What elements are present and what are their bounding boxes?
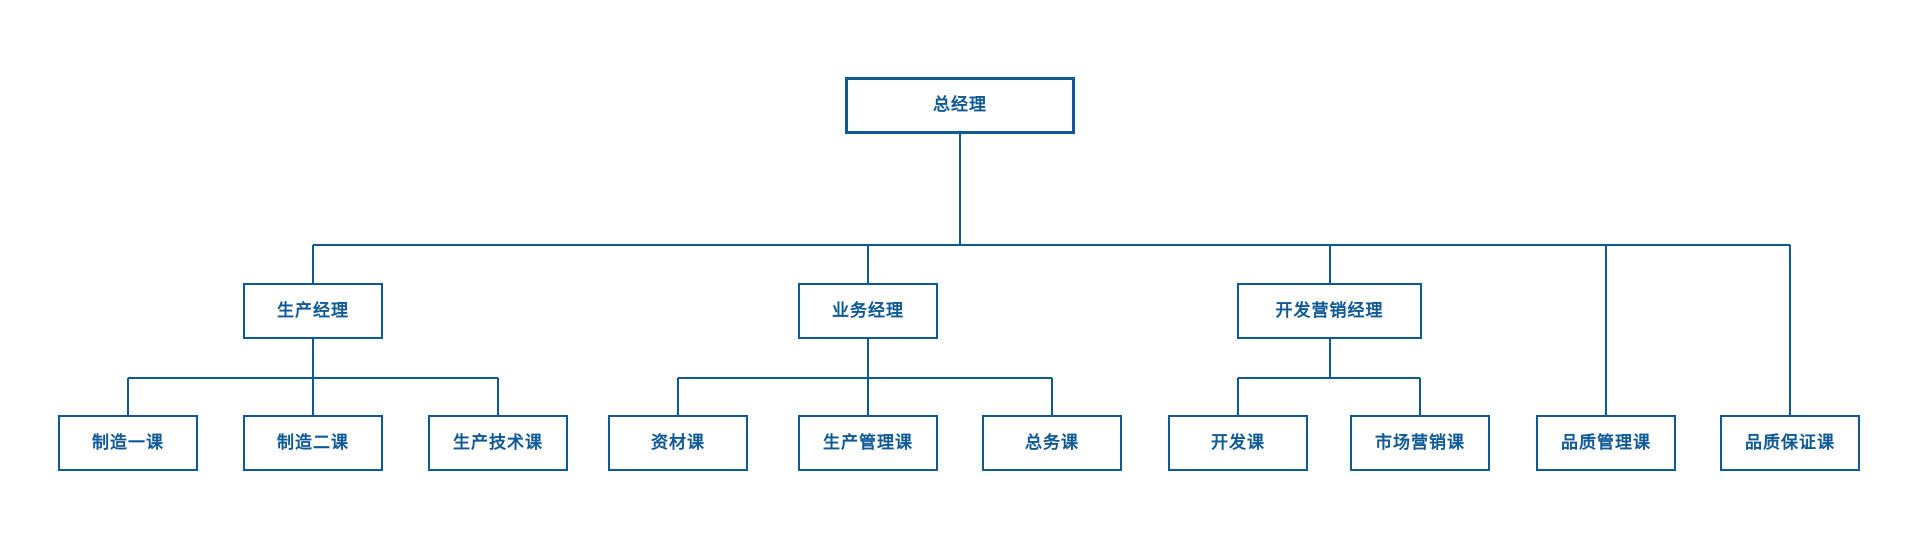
- node-general-affairs-section: 总务课: [982, 415, 1122, 471]
- node-production-technology-section-label: 生产技术课: [453, 432, 543, 453]
- node-quality-management-section-label: 品质管理课: [1561, 432, 1651, 453]
- node-manufacturing-section-1-label: 制造一课: [92, 432, 164, 453]
- node-production-manager-label: 生产经理: [277, 300, 349, 321]
- node-development-marketing-manager: 开发营销经理: [1237, 283, 1422, 339]
- node-business-manager: 业务经理: [798, 283, 938, 339]
- node-development-marketing-manager-label: 开发营销经理: [1275, 300, 1384, 321]
- node-quality-assurance-section-label: 品质保证课: [1745, 432, 1835, 453]
- node-production-management-section-label: 生产管理课: [823, 432, 913, 453]
- connector-devmarketing-group: [1237, 339, 1421, 415]
- connector-business-group: [677, 339, 1053, 415]
- node-business-manager-label: 业务经理: [832, 300, 904, 321]
- node-materials-section: 资材课: [608, 415, 748, 471]
- node-quality-assurance-section: 品质保证课: [1720, 415, 1860, 471]
- node-general-manager: 总经理: [845, 77, 1075, 134]
- node-manufacturing-section-1: 制造一课: [58, 415, 198, 471]
- node-quality-management-section: 品质管理课: [1536, 415, 1676, 471]
- node-materials-section-label: 资材课: [651, 432, 705, 453]
- node-general-manager-label: 总经理: [933, 95, 987, 115]
- node-general-affairs-section-label: 总务课: [1025, 432, 1079, 453]
- node-production-management-section: 生产管理课: [798, 415, 938, 471]
- connector-production-group: [127, 339, 499, 415]
- node-manufacturing-section-2-label: 制造二课: [277, 432, 349, 453]
- node-marketing-section-label: 市场营销课: [1375, 432, 1465, 453]
- connector-root-to-level2: [312, 134, 1791, 415]
- node-manufacturing-section-2: 制造二课: [243, 415, 383, 471]
- node-production-technology-section: 生产技术课: [428, 415, 568, 471]
- node-development-section-label: 开发课: [1211, 432, 1265, 453]
- node-marketing-section: 市场营销课: [1350, 415, 1490, 471]
- node-production-manager: 生产经理: [243, 283, 383, 339]
- node-development-section: 开发课: [1168, 415, 1308, 471]
